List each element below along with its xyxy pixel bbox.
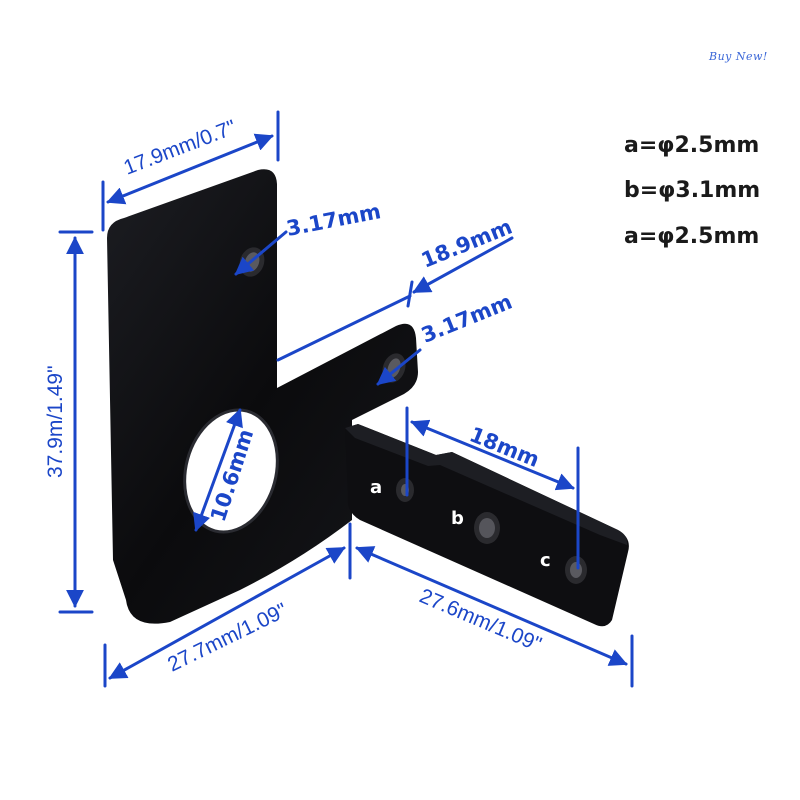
dim-top-hole: 3.17mm [284, 199, 382, 241]
hole-label-b: b [451, 508, 464, 529]
spec-line-a: a=φ2.5mm [624, 133, 760, 158]
spec-line-b: b=φ3.1mm [624, 178, 761, 203]
bracket-vertical-plate [107, 169, 418, 624]
dimension-lines [58, 110, 634, 688]
buy-new-badge[interactable]: Buy New! [709, 50, 768, 63]
hole-label-c: c [540, 550, 551, 571]
dim-arm-hole: 3.17mm [418, 290, 516, 348]
dim-height: 37.9m/1.49" [44, 365, 67, 478]
hole-label-a: a [370, 477, 382, 498]
spec-line-a2: a=φ2.5mm [624, 224, 760, 249]
dim-top-width: 17.9mm/0.7" [121, 116, 240, 180]
